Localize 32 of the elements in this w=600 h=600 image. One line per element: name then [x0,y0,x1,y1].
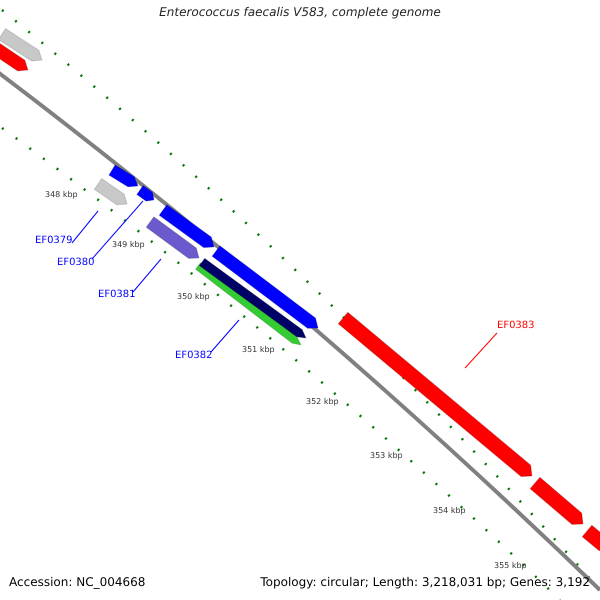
leader-line [132,258,162,292]
scale-label: 354 kbp [433,507,466,515]
scale-label: 352 kbp [306,398,339,406]
gene-feature-bar [338,312,533,478]
leader-line [464,332,498,368]
leader-line [210,320,240,352]
footer-text: Accession: NC_004668 [9,576,146,588]
scale-label: 353 kbp [370,452,403,460]
gene-feature-bar [158,204,215,248]
gene-label: EF0380 [57,258,95,268]
gene-feature-bar [94,178,128,206]
gene-feature-bar [529,476,584,525]
gene-feature-bar [0,28,43,62]
scale-label: 355 kbp [494,562,527,570]
map-title: Enterococcus faecalis V583, complete genome [159,6,441,18]
scale-label: 348 kbp [45,191,78,199]
gene-feature-bar [0,42,29,72]
gene-label: EF0382 [175,351,213,361]
gene-label: EF0379 [35,236,73,246]
gene-feature-bar [146,216,200,259]
footer-text: Topology: circular; Length: 3,218,031 bp; Genes: 3,192 [260,576,590,588]
leader-line [92,200,144,260]
gene-label: EF0383 [497,321,535,331]
scale-label: 349 kbp [112,241,145,249]
leader-line [72,210,98,244]
scale-label: 351 kbp [242,346,275,354]
gene-feature-bar [582,524,600,552]
gene-label: EF0381 [98,290,136,300]
gene-feature-bar [108,164,139,188]
gene-feature-bar [211,245,319,329]
gene-feature-bar [136,184,155,202]
scale-label: 350 kbp [177,293,210,301]
